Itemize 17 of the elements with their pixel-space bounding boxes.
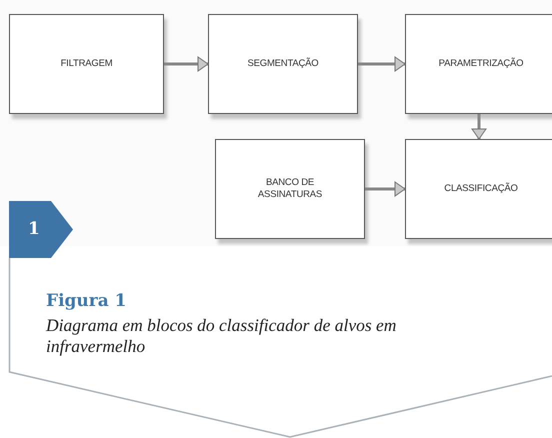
arrow (472, 114, 486, 140)
figure-title: Figura 1 (46, 291, 126, 311)
process-box (405, 139, 552, 239)
figure-number: 1 (28, 219, 40, 239)
process-box (405, 14, 552, 114)
process-box (9, 14, 164, 114)
arrow (365, 182, 406, 196)
box-label: SEGMENTAÇÃO (248, 58, 318, 70)
process-box (208, 14, 358, 114)
box-label: FILTRAGEM (60, 58, 112, 70)
figure-caption: Diagrama em blocos do classificador de alvos em infravermelho (46, 315, 398, 358)
box-label: BANCO DE ASSINATURAS (256, 177, 324, 201)
box-label: CLASSIFICAÇÃO (444, 183, 518, 195)
box-label: PARAMETRIZAÇÃO (438, 58, 524, 70)
arrow (358, 56, 406, 72)
arrow (164, 56, 208, 72)
process-box (215, 139, 365, 239)
